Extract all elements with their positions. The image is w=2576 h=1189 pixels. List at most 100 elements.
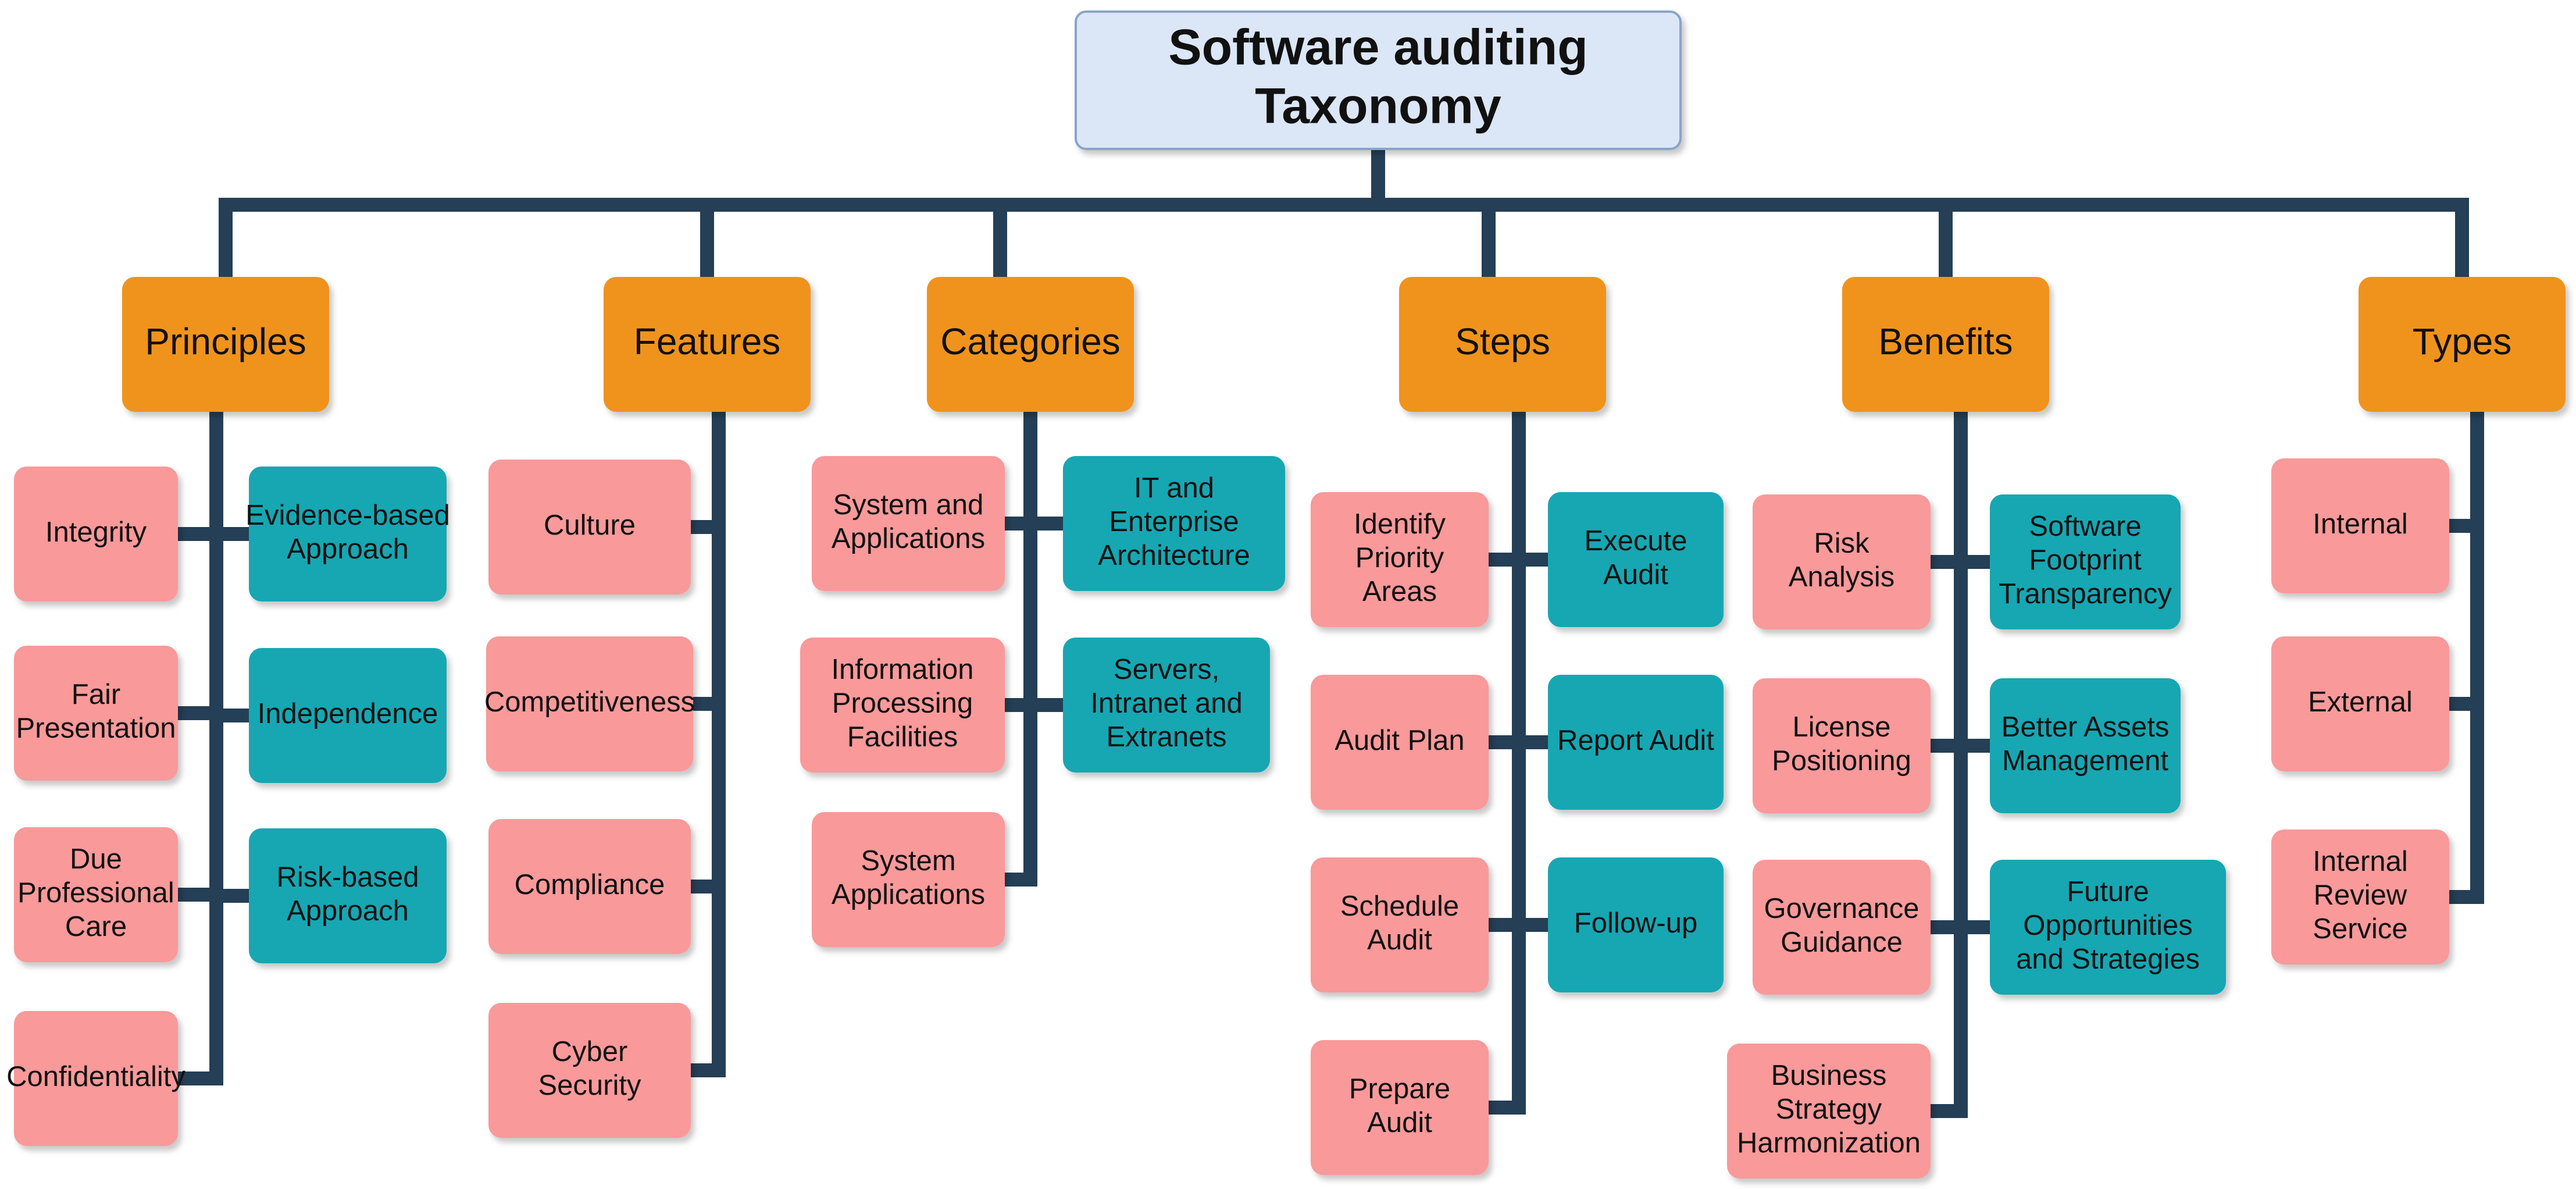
leaf-integrity-box xyxy=(14,467,178,601)
leaf-internal-label: Internal xyxy=(2313,508,2407,540)
category-categories: Categories xyxy=(927,277,1134,412)
leaf-compliance: Compliance xyxy=(488,819,691,954)
leaf-compliance-label: Compliance xyxy=(515,869,665,900)
leaf-information-processing-facilities-box xyxy=(800,638,1005,773)
category-features-box xyxy=(604,277,811,412)
category-categories-label: Categories xyxy=(940,321,1121,362)
leaf-follow-up: Follow-up xyxy=(1548,857,1724,992)
category-benefits-box xyxy=(1842,277,2049,412)
leaf-servers-intranet-and-extranets-box xyxy=(1063,638,1270,773)
category-features: Features xyxy=(604,277,811,412)
leaf-audit-plan-box xyxy=(1311,675,1489,810)
category-principles: Principles xyxy=(122,277,329,412)
leaf-integrity-label: Integrity xyxy=(45,517,147,548)
leaf-external-box xyxy=(2271,636,2449,771)
leaf-cyber-security-box xyxy=(488,1003,691,1138)
leaf-risk-analysis-box xyxy=(1753,494,1931,629)
leaf-independence: Independence xyxy=(249,648,447,783)
leaf-risk-based-approach-box xyxy=(249,828,447,963)
leaf-internal: Internal xyxy=(2271,458,2449,593)
category-steps-label: Steps xyxy=(1455,321,1550,362)
category-principles-box xyxy=(122,277,329,412)
leaf-audit-plan-label: Audit Plan xyxy=(1335,725,1464,756)
category-types: Types xyxy=(2359,277,2566,412)
leaf-compliance-box xyxy=(488,819,691,954)
leaf-confidentiality-label: Confidentiality xyxy=(6,1061,185,1092)
category-benefits-label: Benefits xyxy=(1878,321,2013,362)
category-benefits: Benefits xyxy=(1842,277,2049,412)
leaf-license-positioning-box xyxy=(1753,678,1931,813)
category-types-box xyxy=(2359,277,2566,412)
leaf-software-footprint-transparency-box xyxy=(1990,494,2181,629)
leaf-competitiveness-label: Competitiveness xyxy=(484,686,695,718)
leaf-due-professional-care-box xyxy=(14,827,178,962)
leaf-integrity: Integrity xyxy=(14,467,178,601)
leaf-culture-box xyxy=(488,460,691,594)
category-principles-label: Principles xyxy=(145,321,306,362)
leaf-report-audit: Report Audit xyxy=(1548,675,1724,810)
leaf-competitiveness-box xyxy=(486,636,693,771)
connectors xyxy=(165,142,2484,1118)
leaf-prepare-audit-box xyxy=(1311,1040,1489,1175)
leaf-schedule-audit-box xyxy=(1311,857,1489,992)
leaf-independence-box xyxy=(249,648,447,783)
leaf-internal-review-service-box xyxy=(2271,830,2449,964)
leaf-follow-up-box xyxy=(1548,857,1724,992)
leaf-governance-guidance-box xyxy=(1753,860,1931,995)
leaf-independence-label: Independence xyxy=(258,698,438,729)
category-features-label: Features xyxy=(634,321,781,362)
leaf-confidentiality-box xyxy=(14,1011,178,1146)
leaf-evidence-based-approach-box xyxy=(249,467,447,601)
leaf-report-audit-label: Report Audit xyxy=(1557,725,1714,756)
category-steps: Steps xyxy=(1399,277,1606,412)
category-types-label: Types xyxy=(2413,321,2512,362)
leaf-it-and-enterprise-architecture-box xyxy=(1063,456,1285,591)
leaf-follow-up-label: Follow-up xyxy=(1574,907,1697,939)
leaf-competitiveness: Competitiveness xyxy=(484,636,695,771)
leaf-system-and-applications-box xyxy=(812,456,1005,591)
category-steps-box xyxy=(1399,277,1606,412)
leaf-system-applications-box xyxy=(812,812,1005,947)
leaf-internal-box xyxy=(2271,458,2449,593)
leaf-better-assets-management-box xyxy=(1990,678,2181,813)
